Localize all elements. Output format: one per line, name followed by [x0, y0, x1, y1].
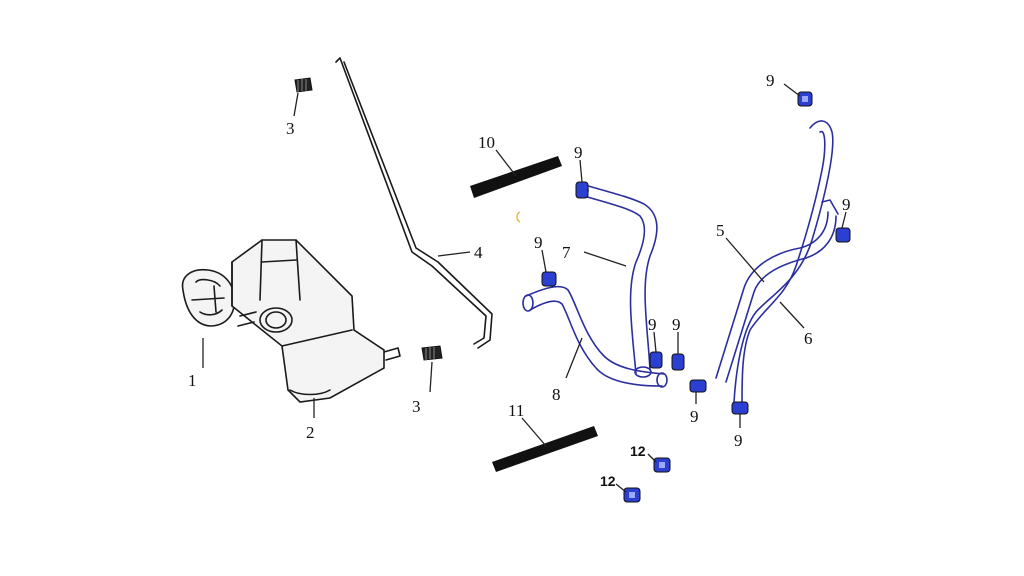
stray-mark — [516, 211, 521, 223]
clamp-12-b — [615, 483, 641, 503]
breather-pipe — [335, 57, 493, 349]
label-9-a: 9 — [766, 71, 775, 90]
clamp-9-f — [671, 332, 685, 371]
label-2: 2 — [306, 423, 315, 442]
damper-upper — [293, 77, 313, 117]
label-11: 11 — [508, 401, 524, 420]
label-3-lower: 3 — [412, 397, 421, 416]
label-8: 8 — [552, 385, 561, 404]
hose-8 — [522, 285, 668, 388]
damper-lower — [421, 345, 443, 393]
clamp-9-e — [649, 331, 663, 369]
fuel-tank — [231, 239, 401, 418]
label-9-c: 9 — [534, 233, 543, 252]
clamp-9-h — [731, 401, 749, 428]
label-5: 5 — [716, 221, 725, 240]
clamp-9-a — [783, 83, 813, 107]
hose-7 — [577, 182, 658, 378]
hose-5 — [715, 199, 839, 383]
clamp-9-d — [835, 211, 851, 243]
label-1: 1 — [188, 371, 197, 390]
label-9-d: 9 — [842, 195, 851, 214]
label-4: 4 — [474, 243, 483, 262]
label-7: 7 — [562, 243, 571, 262]
label-9-f: 9 — [672, 315, 681, 334]
label-9-g: 9 — [690, 407, 699, 426]
label-6: 6 — [804, 329, 813, 348]
label-9-h: 9 — [734, 431, 743, 450]
label-12-b: 12 — [600, 473, 616, 489]
label-9-e: 9 — [648, 315, 657, 334]
hose-6 — [733, 120, 834, 405]
clamp-12-a — [647, 453, 671, 473]
clamp-9-g — [689, 379, 707, 404]
label-12-a: 12 — [630, 443, 646, 459]
label-9-b: 9 — [574, 143, 583, 162]
clamp-9-b — [575, 159, 589, 199]
fuel-cap — [181, 268, 235, 368]
label-10: 10 — [478, 133, 495, 152]
label-3-upper: 3 — [286, 119, 295, 138]
strip-11 — [492, 417, 598, 472]
strip-10 — [470, 149, 562, 198]
clamp-9-c — [541, 249, 557, 287]
